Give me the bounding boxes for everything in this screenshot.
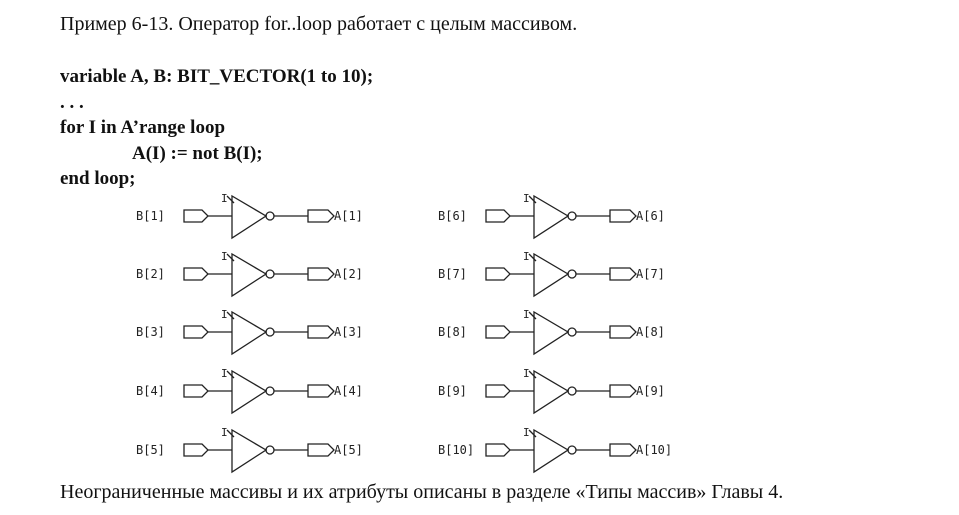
code-line-ellipsis: . . . <box>60 92 84 113</box>
input-port-1 <box>183 209 209 223</box>
instance-marker-6: I <box>523 192 530 205</box>
input-label-9: B[9] <box>438 384 467 398</box>
input-port-7 <box>485 267 511 281</box>
output-port-10 <box>609 443 637 457</box>
marker-tick-6 <box>528 195 537 204</box>
instance-marker-2: I <box>221 250 228 263</box>
instance-marker-3: I <box>221 308 228 321</box>
input-label-7: B[7] <box>438 267 467 281</box>
instance-marker-7: I <box>523 250 530 263</box>
inverter-bubble-2 <box>265 269 275 279</box>
inverter-gate-5 <box>231 428 268 474</box>
input-label-3: B[3] <box>136 325 165 339</box>
marker-tick-3 <box>226 311 235 320</box>
output-label-4: A[4] <box>334 384 363 398</box>
instance-marker-4: I <box>221 367 228 380</box>
inverter-gate-3 <box>231 310 268 356</box>
inverter-bubble-1 <box>265 211 275 221</box>
output-port-3 <box>307 325 335 339</box>
instance-marker-5: I <box>221 426 228 439</box>
input-label-5: B[5] <box>136 443 165 457</box>
output-port-7 <box>609 267 637 281</box>
marker-tick-7 <box>528 253 537 262</box>
inverter-gate-7 <box>533 252 570 298</box>
inverter-bubble-9 <box>567 386 577 396</box>
input-label-2: B[2] <box>136 267 165 281</box>
output-port-9 <box>609 384 637 398</box>
inverter-schematic: B[1] I A[1] B[2] I A[2] B[3] I A[3] B[4] I A[4] B[5]… <box>136 192 672 474</box>
output-label-1: A[1] <box>334 209 363 223</box>
input-port-4 <box>183 384 209 398</box>
marker-tick-4 <box>226 370 235 379</box>
marker-tick-8 <box>528 311 537 320</box>
input-port-5 <box>183 443 209 457</box>
output-label-9: A[9] <box>636 384 665 398</box>
example-caption: Пример 6-13. Оператор for..loop работает… <box>60 13 578 35</box>
marker-tick-10 <box>528 429 537 438</box>
inverter-gate-8 <box>533 310 570 356</box>
output-port-6 <box>609 209 637 223</box>
code-line-for-loop: for I in A’range loop <box>60 117 226 138</box>
input-label-8: B[8] <box>438 325 467 339</box>
instance-marker-1: I <box>221 192 228 205</box>
inverter-gate-2 <box>231 252 268 298</box>
input-port-8 <box>485 325 511 339</box>
output-label-3: A[3] <box>334 325 363 339</box>
output-port-4 <box>307 384 335 398</box>
output-label-7: A[7] <box>636 267 665 281</box>
marker-tick-1 <box>226 195 235 204</box>
inverter-bubble-10 <box>567 445 577 455</box>
output-port-1 <box>307 209 335 223</box>
marker-tick-5 <box>226 429 235 438</box>
input-label-6: B[6] <box>438 209 467 223</box>
code-line-end-loop: end loop; <box>60 168 136 189</box>
inverter-bubble-4 <box>265 386 275 396</box>
input-port-10 <box>485 443 511 457</box>
inverter-bubble-3 <box>265 327 275 337</box>
inverter-bubble-5 <box>265 445 275 455</box>
output-port-2 <box>307 267 335 281</box>
input-port-9 <box>485 384 511 398</box>
output-port-8 <box>609 325 637 339</box>
output-port-5 <box>307 443 335 457</box>
instance-marker-8: I <box>523 308 530 321</box>
input-label-10: B[10] <box>438 443 474 457</box>
input-port-3 <box>183 325 209 339</box>
inverter-gate-6 <box>533 194 570 240</box>
inverter-gate-1 <box>231 194 268 240</box>
footer-note: Неограниченные массивы и их атрибуты опи… <box>60 481 784 503</box>
input-label-1: B[1] <box>136 209 165 223</box>
output-label-8: A[8] <box>636 325 665 339</box>
output-label-10: A[10] <box>636 443 672 457</box>
output-label-6: A[6] <box>636 209 665 223</box>
inverter-gate-9 <box>533 369 570 415</box>
input-port-2 <box>183 267 209 281</box>
instance-marker-9: I <box>523 367 530 380</box>
output-label-5: A[5] <box>334 443 363 457</box>
marker-tick-2 <box>226 253 235 262</box>
inverter-bubble-7 <box>567 269 577 279</box>
inverter-gate-10 <box>533 428 570 474</box>
output-label-2: A[2] <box>334 267 363 281</box>
marker-tick-9 <box>528 370 537 379</box>
inverter-gate-4 <box>231 369 268 415</box>
inverter-bubble-8 <box>567 327 577 337</box>
input-label-4: B[4] <box>136 384 165 398</box>
input-port-6 <box>485 209 511 223</box>
code-line-assignment: A(I) := not B(I); <box>132 143 263 164</box>
inverter-bubble-6 <box>567 211 577 221</box>
code-line-declaration: variable A, B: BIT_VECTOR(1 to 10); <box>60 66 374 87</box>
instance-marker-10: I <box>523 426 530 439</box>
